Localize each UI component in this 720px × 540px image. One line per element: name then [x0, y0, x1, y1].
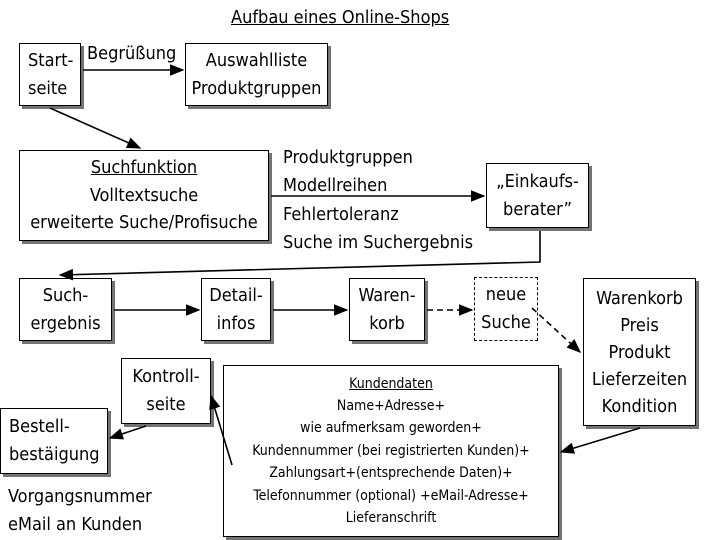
customer-data-line-5: Telefonnummer (optional) +eMail-Adresse+: [253, 487, 529, 504]
customer-data-line-6: Lieferanschrift: [345, 509, 437, 526]
search-function-node: Suchfunktion Volltextsuche erweiterte Su…: [19, 150, 269, 241]
review-page-line-1: Kontroll-: [132, 366, 200, 388]
shopping-advisor-line-1: „Einkaufs-: [496, 170, 579, 192]
search-result-line-2: ergebnis: [30, 312, 101, 334]
cart-details-line-4: Lieferzeiten: [591, 368, 688, 390]
arrow-start-to-search: [49, 107, 142, 149]
customer-data-node: Kundendaten Name+Adresse+ wie aufmerksam…: [223, 365, 559, 537]
arrow-customer-data-to-review: [209, 394, 233, 466]
arrow-cart-details-to-customer-data: [559, 427, 641, 454]
confirmation-note-1: Vorgangsnummer: [8, 486, 152, 507]
order-confirmation-node: Bestell- bestäigung: [0, 408, 108, 474]
search-function-line-2: erweiterte Suche/Profisuche: [30, 212, 258, 234]
cart-line-1: Waren-: [358, 284, 416, 306]
confirmation-notes: Vorgangsnummer eMail an Kunden: [8, 483, 152, 539]
new-search-line-1: neue: [485, 284, 527, 306]
product-selection-line-2: Produktgruppen: [191, 77, 322, 99]
search-function-heading: Suchfunktion: [90, 156, 198, 178]
confirmation-note-2: eMail an Kunden: [8, 513, 143, 535]
customer-data-line-3: Kundennummer (bei registrierten Kunden)+: [252, 442, 530, 459]
order-confirmation-line-2: bestäigung: [9, 444, 100, 465]
arrow-new-search-to-cart-details: [531, 307, 582, 353]
arrow-advisor-to-result: [58, 231, 541, 281]
cart-node: Waren- korb: [349, 278, 425, 341]
customer-data-line-1: Name+Adresse+: [336, 398, 446, 415]
review-page-line-2: seite: [146, 394, 186, 415]
search-option-3: Fehlertoleranz: [283, 203, 399, 225]
start-page-line-1: Start-: [28, 49, 74, 71]
arrow-review-to-confirmation: [108, 425, 147, 440]
start-page-line-2: seite: [28, 77, 68, 99]
cart-details-line-3: Produkt: [608, 341, 671, 363]
page-title: Aufbau eines Online-Shops: [231, 7, 450, 28]
cart-details-node: Warenkorb Preis Produkt Lieferzeiten Kon…: [583, 278, 696, 426]
search-options-list: Produktgruppen Modellreihen Fehlertolera…: [283, 144, 473, 258]
customer-data-line-2: wie aufmerksam geworden+: [300, 420, 482, 437]
detail-info-line-2: infos: [216, 312, 256, 334]
search-result-node: Such- ergebnis: [19, 278, 112, 341]
greeting-label: Begrüßung: [87, 43, 177, 64]
search-function-line-1: Volltextsuche: [89, 184, 199, 206]
customer-data-line-4: Zahlungsart+(entsprechende Daten)+: [269, 465, 513, 482]
search-option-2: Modellreihen: [283, 175, 388, 197]
new-search-line-2: Suche: [481, 312, 531, 333]
search-result-line-1: Such-: [42, 284, 89, 306]
shopping-advisor-line-2: berater”: [503, 198, 572, 220]
new-search-node: neue Suche: [474, 277, 538, 341]
detail-info-node: Detail- infos: [201, 278, 271, 341]
review-page-node: Kontroll- seite: [121, 358, 211, 424]
customer-data-heading: Kundendaten: [349, 375, 433, 392]
product-selection-node: Auswahlliste Produktgruppen: [185, 43, 328, 106]
cart-details-line-5: Kondition: [601, 395, 678, 417]
cart-details-line-2: Preis: [620, 314, 659, 336]
cart-details-line-1: Warenkorb: [596, 287, 683, 309]
shopping-advisor-node: „Einkaufs- berater”: [486, 163, 589, 228]
start-page-node: Start- seite: [19, 43, 81, 106]
order-confirmation-line-1: Bestell-: [9, 416, 70, 438]
product-selection-line-1: Auswahlliste: [205, 49, 308, 71]
detail-info-line-1: Detail-: [209, 284, 263, 306]
search-option-4: Suche im Suchergebnis: [283, 232, 474, 254]
cart-line-2: korb: [369, 312, 405, 334]
search-option-1: Produktgruppen: [283, 147, 413, 168]
